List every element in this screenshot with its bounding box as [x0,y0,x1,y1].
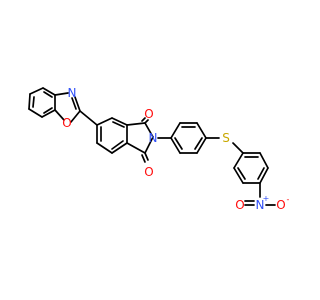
molecule-canvas: N O O N O S N + O O - [28,86,290,212]
phenylene-ring [170,122,207,154]
structure-diagram: N O O N O S N + O O - [28,86,290,212]
atom-n-nitro: N [256,198,265,212]
atom-o-oxazole: O [62,116,71,130]
charge-o-nitro-right: - [287,195,290,204]
atom-o-nitro-left: O [235,198,244,212]
atom-o-nitro-right: O [276,198,285,212]
nitrophenyl-ring [233,152,269,184]
bond-sulfur-ring [232,142,244,154]
bond-oxazole-isoindole [79,110,98,126]
atom-s-thioether: S [222,131,230,145]
charge-n-nitro: + [263,194,270,203]
carbonyl-bonds [141,117,149,163]
atom-o-carbonyl-bottom: O [144,165,153,179]
oxazole-ring [54,92,81,123]
atom-o-carbonyl-top: O [144,107,153,121]
benzo-ring [28,87,56,118]
imide-ring [126,122,154,154]
atom-n-oxazole: N [68,86,77,100]
atom-n-imide: N [149,131,158,145]
isoindole-benzo-ring [96,117,128,154]
